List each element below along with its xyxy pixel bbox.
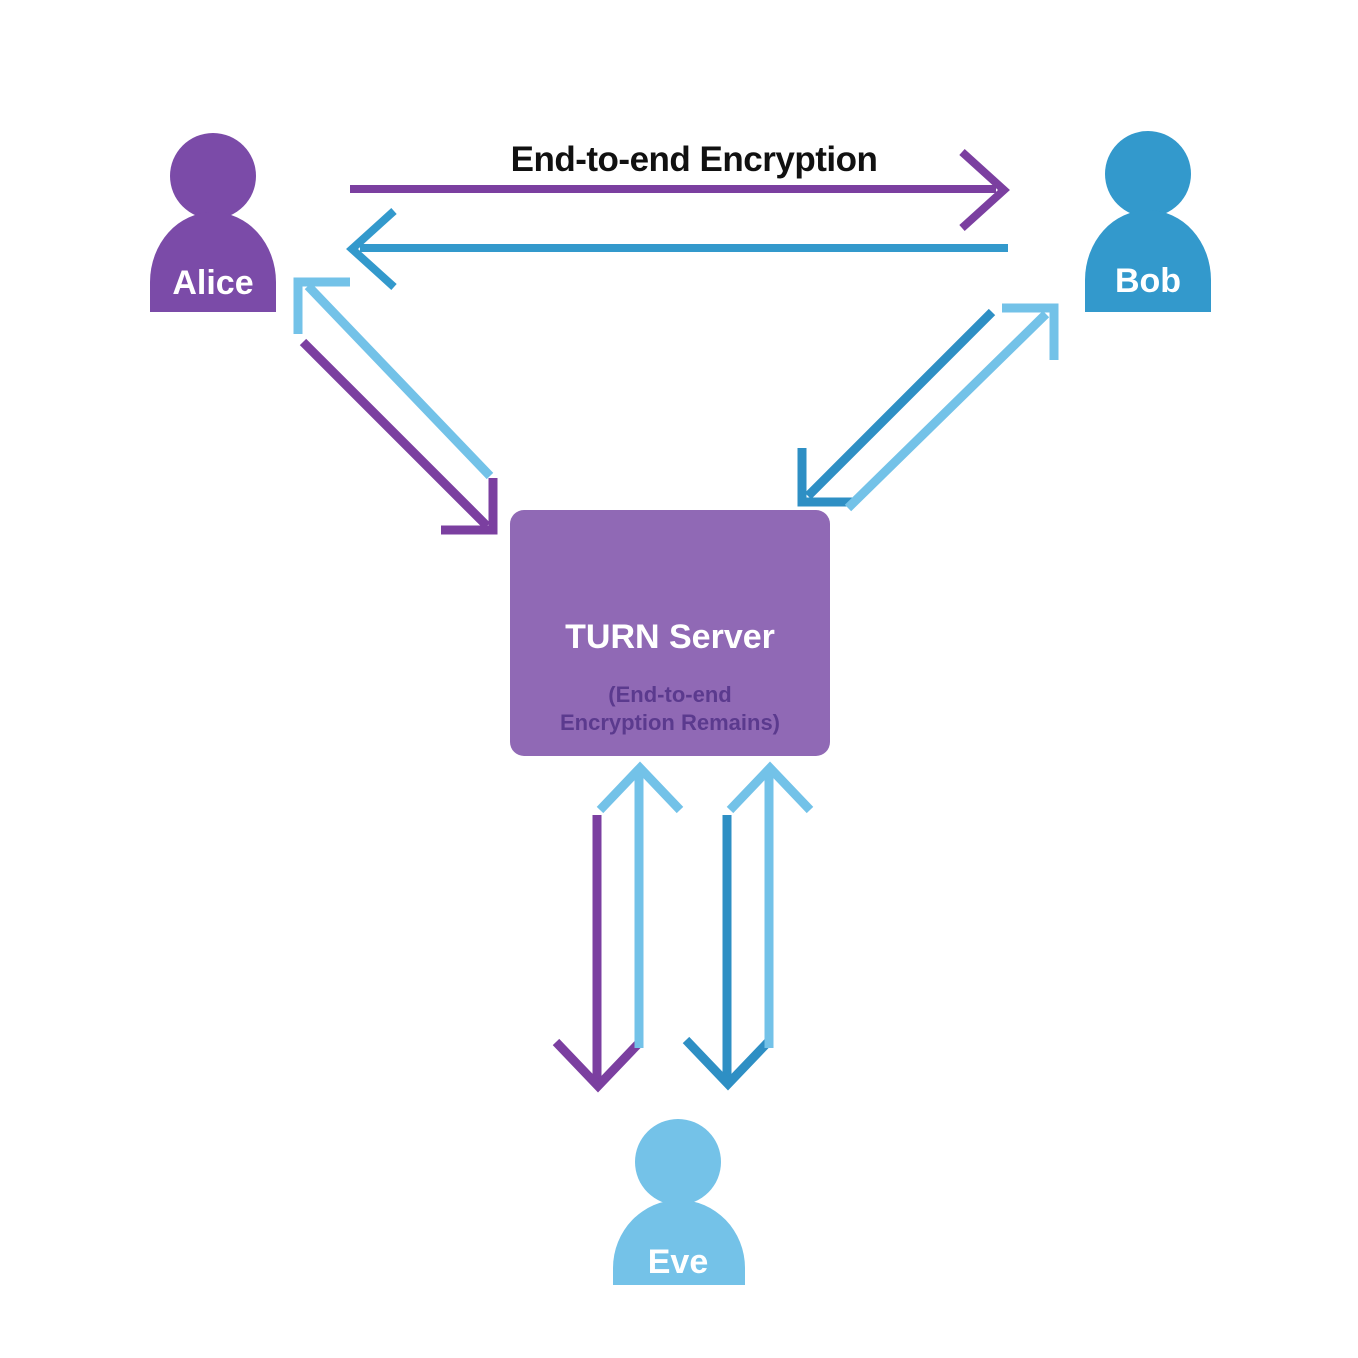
turn-server-title: TURN Server	[565, 618, 775, 656]
arrow-alice-to-server	[299, 338, 498, 535]
actor-eve[interactable]: Eve	[613, 1119, 745, 1285]
bob-label: Bob	[1115, 262, 1181, 300]
actor-bob[interactable]: Bob	[1085, 131, 1211, 312]
turn-server-node[interactable]: TURN Server (End-to-end Encryption Remai…	[510, 510, 830, 756]
arrow-eve-to-server-right	[726, 761, 814, 1048]
actor-alice[interactable]: Alice	[150, 133, 276, 312]
eve-label: Eve	[648, 1243, 709, 1281]
arrow-server-to-eve-purple	[552, 815, 644, 1093]
arrow-server-to-eve-blue	[682, 815, 774, 1091]
arrow-eve-to-server-left	[596, 761, 684, 1048]
arrow-bob-to-alice	[346, 208, 1008, 290]
arrow-server-to-bob	[844, 303, 1059, 512]
turn-server-subtitle-line2: Encryption Remains)	[560, 710, 780, 735]
bob-body-icon	[1085, 210, 1211, 312]
arrow-server-to-alice	[293, 277, 494, 480]
turn-server-subtitle-line1: (End-to-end	[608, 682, 731, 707]
alice-body-icon	[150, 212, 276, 312]
diagram-title: End-to-end Encryption	[511, 140, 878, 179]
arrow-bob-to-server	[797, 308, 996, 507]
arrow-alice-to-bob	[350, 149, 1010, 231]
eve-body-icon	[613, 1200, 745, 1285]
bob-head-icon	[1105, 131, 1191, 217]
alice-label: Alice	[172, 264, 253, 302]
eve-head-icon	[635, 1119, 721, 1205]
alice-head-icon	[170, 133, 256, 219]
